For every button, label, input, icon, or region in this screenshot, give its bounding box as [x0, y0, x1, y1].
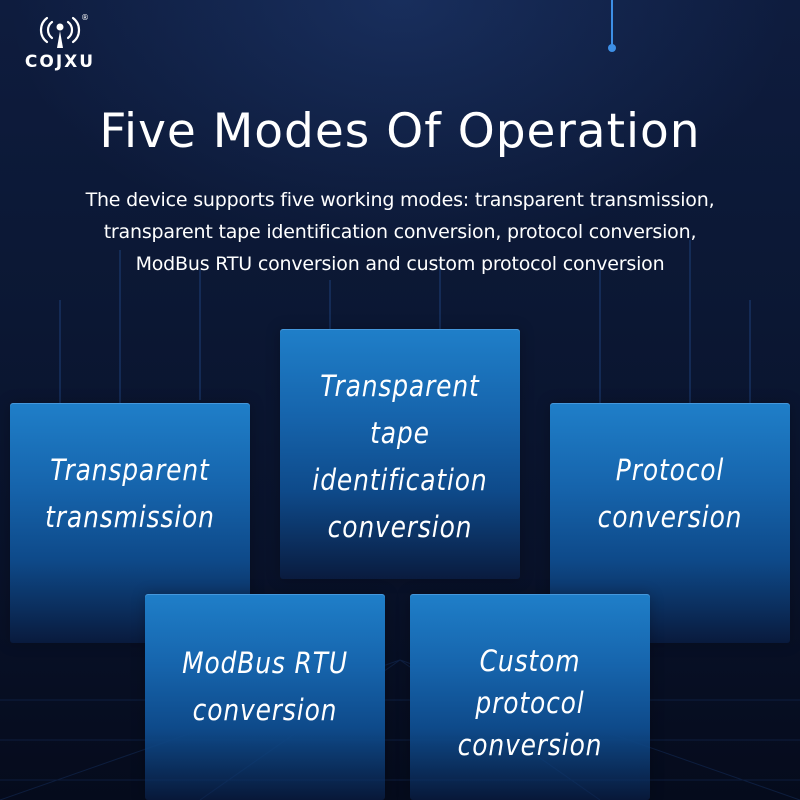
- mode-card-custom-protocol-conversion: Custom protocol conversion: [410, 594, 650, 800]
- mode-label-line: conversion: [192, 693, 338, 727]
- description-line: transparent tape identification conversi…: [103, 221, 697, 243]
- mode-label-line: identification: [312, 463, 488, 497]
- antenna-signal-icon: ®: [39, 13, 88, 48]
- page-description: The device supports five working modes: …: [20, 184, 780, 280]
- mode-card-label: Transparent transmission: [31, 447, 229, 541]
- mode-label-line: transmission: [45, 500, 215, 534]
- mode-card-label: Custom protocol conversion: [431, 640, 629, 766]
- brand-logo: ® COJXU: [18, 12, 102, 78]
- mode-card-label: ModBus RTU conversion: [166, 640, 364, 734]
- mode-label-line: conversion: [457, 728, 603, 762]
- mode-label-line: conversion: [597, 500, 743, 534]
- mode-label-line: tape: [370, 416, 430, 450]
- mode-label-line: Transparent: [320, 369, 480, 403]
- mode-label-line: Custom: [479, 644, 581, 678]
- mode-label-line: ModBus RTU: [182, 646, 348, 680]
- mode-label-line: conversion: [327, 510, 473, 544]
- mode-card-transparent-tape-identification: Transparent tape identification conversi…: [280, 329, 520, 579]
- mode-card-label: Transparent tape identification conversi…: [301, 363, 499, 551]
- page-title: Five Modes Of Operation: [99, 104, 701, 159]
- description-line: ModBus RTU conversion and custom protoco…: [135, 253, 665, 275]
- registered-mark: ®: [81, 13, 88, 22]
- mode-card-label: Protocol conversion: [571, 447, 769, 541]
- mode-label-line: Transparent: [50, 453, 210, 487]
- description-line: The device supports five working modes: …: [85, 189, 715, 211]
- mode-label-line: protocol: [475, 686, 585, 720]
- mode-label-line: Protocol: [615, 453, 725, 487]
- brand-name: COJXU: [24, 52, 96, 72]
- mode-card-modbus-rtu-conversion: ModBus RTU conversion: [145, 594, 385, 800]
